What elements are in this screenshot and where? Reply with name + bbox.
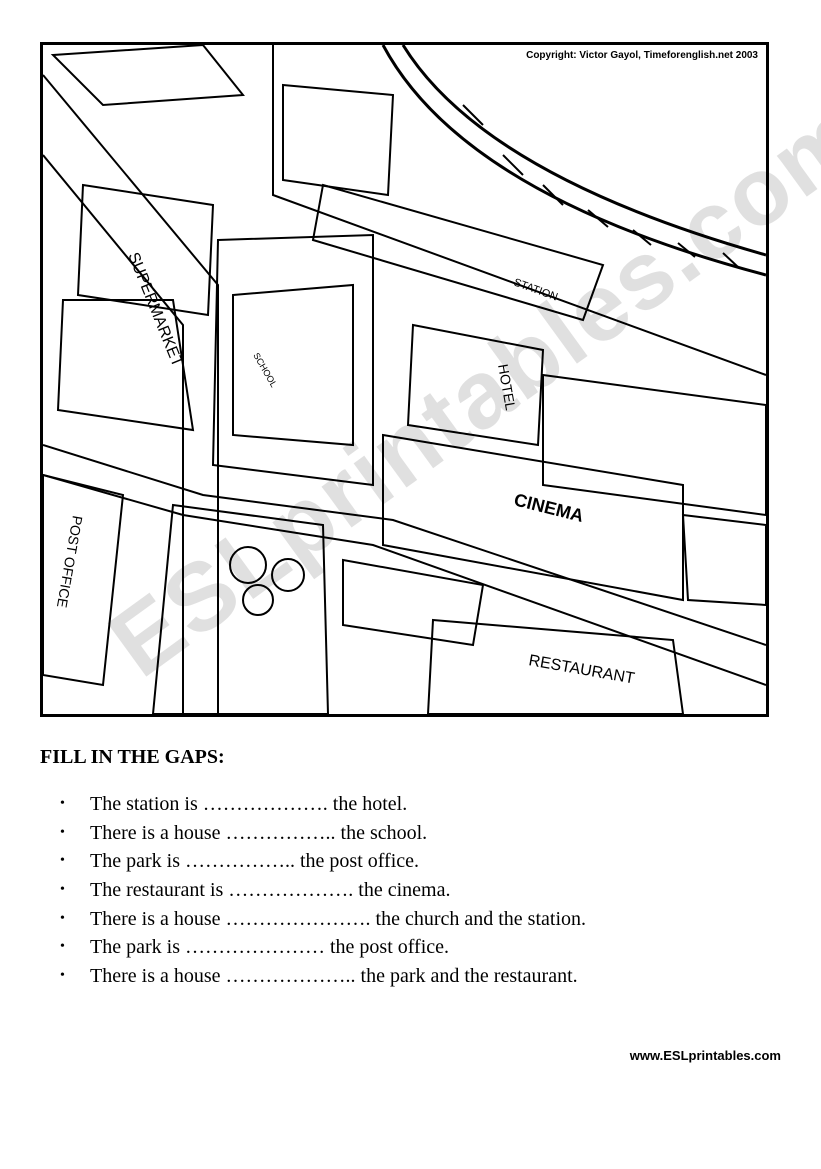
list-item: • The park is …………….. the post office. [60, 847, 586, 876]
supermarket-building [76, 183, 215, 317]
hotel-label: HOTEL [495, 363, 519, 412]
post-office-building [43, 473, 125, 687]
list-item: • There is a house …………………. the church an… [60, 905, 586, 934]
hotel-building [406, 323, 545, 447]
post-office-label: POST OFFICE [54, 514, 86, 608]
town-map-drawing: SUPERMARKET STATION SCHOOL HOTEL CINEMA … [43, 45, 766, 714]
building-outline [50, 45, 245, 107]
road-line [43, 74, 219, 714]
school-block [211, 233, 374, 487]
sentence-text: There is a house …………………. the church and… [90, 907, 586, 930]
building-outline [282, 83, 395, 197]
railway-sleepers [462, 104, 739, 268]
school-label: SCHOOL [251, 351, 279, 389]
bullet-icon: • [60, 968, 65, 984]
road-line [43, 474, 766, 686]
footer-url[interactable]: www.ESLprintables.com [629, 1048, 781, 1063]
list-item: • The restaurant is ………………. the cinema. [60, 876, 586, 905]
town-map: SUPERMARKET STATION SCHOOL HOTEL CINEMA … [40, 42, 769, 717]
sentence-text: There is a house …………….. the school. [90, 821, 428, 844]
building-outline [681, 513, 766, 607]
bullet-icon: • [60, 796, 65, 811]
sentence-text: The park is …………….. the post office. [90, 850, 420, 873]
building-outline [542, 373, 766, 517]
cinema-label: CINEMA [512, 489, 586, 526]
list-item: • There is a house …………….. the school. [60, 819, 586, 848]
railway-track [401, 45, 766, 257]
exercise-heading: FILL IN THE GAPS: [40, 746, 225, 768]
station-building [311, 183, 605, 322]
tree [229, 546, 267, 584]
railway-track [381, 45, 766, 277]
bullet-icon: • [60, 882, 65, 898]
school-building [232, 283, 354, 447]
list-item: • The station is ………………. the hotel. [60, 790, 586, 819]
bullet-icon: • [60, 910, 65, 926]
building-outline [342, 558, 485, 647]
tree [242, 584, 274, 616]
building-outline [56, 299, 195, 432]
restaurant-label: RESTAURANT [527, 652, 636, 687]
bullet-icon: • [60, 939, 65, 955]
park-area [151, 503, 330, 714]
list-item: • There is a house ……………….. the park and … [60, 962, 586, 991]
tree [271, 558, 305, 592]
restaurant-building [426, 618, 685, 714]
sentence-list: • The station is ………………. the hotel. • Ther… [60, 790, 586, 991]
road-line [43, 154, 184, 714]
list-item: • The park is ………………… the post office. [60, 933, 586, 962]
copyright-notice: Copyright: Victor Gayol, Timeforenglish.… [524, 49, 760, 62]
sentence-text: There is a house ……………….. the park and t… [90, 965, 578, 988]
sentence-text: The station is ………………. the hotel. [90, 793, 408, 815]
sentence-text: The park is ………………… the post office. [90, 936, 450, 959]
sentence-text: The restaurant is ………………. the cinema. [90, 879, 451, 902]
cinema-building [382, 433, 684, 602]
bullet-icon: • [60, 824, 65, 840]
station-label: STATION [512, 277, 559, 304]
road-line [272, 45, 766, 376]
bullet-icon: • [60, 853, 65, 869]
road-line [43, 444, 766, 646]
